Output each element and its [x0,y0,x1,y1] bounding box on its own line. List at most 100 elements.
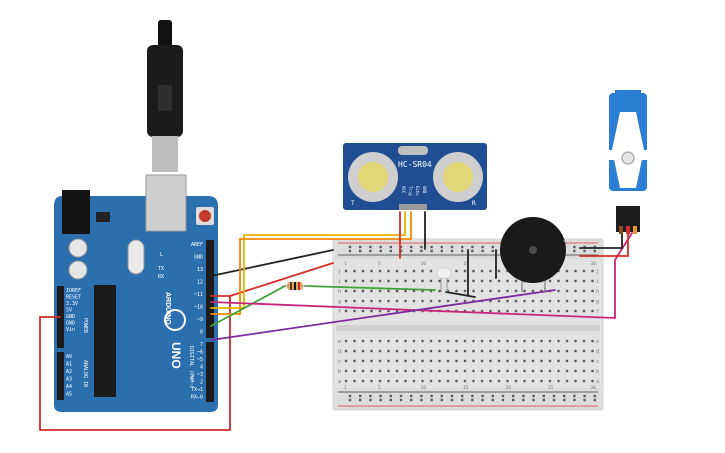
breadboard-hole [344,349,348,353]
row-letter: c [596,359,599,365]
rail-hole [573,394,576,398]
breadboard-hole [557,279,560,283]
breadboard-hole [480,369,484,373]
breadboard-hole [344,269,348,273]
breadboard-hole [455,289,458,293]
breadboard-hole [480,269,484,273]
breadboard-hole [378,369,382,373]
breadboard-hole [421,359,424,363]
breadboard-hole [387,269,390,273]
wire-trig[interactable] [210,211,406,309]
breadboard-hole [412,339,416,343]
wire-led[interactable] [210,285,286,327]
breadboard-hole [540,359,543,363]
breadboard-hole [497,379,501,383]
breadboard-hole [497,299,501,303]
breadboard-hole [429,379,433,383]
servo-motor[interactable] [600,90,656,234]
breadboard-hole [455,279,458,283]
breadboard-hole [378,279,382,283]
breadboard-hole [463,369,467,373]
breadboard-hole [514,379,518,383]
led[interactable] [436,267,452,292]
wire-buzzer[interactable] [210,289,556,341]
wire-5v-rail[interactable] [229,262,334,297]
rail-hole [593,245,596,249]
breadboard-hole [438,369,441,373]
rail-hole [542,394,545,398]
pin-label: 8 [200,330,203,336]
breadboard-hole [582,339,586,343]
rail-hole [420,398,423,402]
power-rail-bottom-red [348,398,596,402]
rail-hole [399,394,403,398]
breadboard-hole [404,359,407,363]
breadboard-hole [540,289,543,293]
breadboard-hole [421,369,424,373]
row-letter: g [338,299,341,305]
breadboard-hole [489,339,492,343]
capacitor-icon [68,238,88,258]
breadboard-hole [472,309,475,313]
breadboard-hole [446,289,450,293]
column-number: 1 [344,261,347,267]
buzzer[interactable]: + [500,217,567,292]
wire-jumper[interactable] [445,291,476,298]
breadboard-hole [395,379,399,383]
breadboard-hole [370,359,373,363]
breadboard-hole [455,369,458,373]
breadboard-hole [514,279,518,283]
breadboard-hole [395,359,399,363]
breadboard-hole [531,379,535,383]
rail-hole [430,394,433,398]
breadboard-hole [463,349,467,353]
wire-echo[interactable] [210,211,412,315]
breadboard-hole [412,279,416,283]
wire-resistor-led[interactable] [304,285,436,291]
resistor[interactable] [282,282,308,290]
power-label: POWER [82,318,88,334]
rail-hole [369,394,372,398]
pin-label: A5 [66,392,72,398]
breadboard-hole [463,339,467,343]
rail-hole [430,249,433,253]
breadboard-hole [472,379,475,383]
breadboard-hole [412,369,416,373]
breadboard-hole [438,279,441,283]
rail-hole [359,394,362,398]
wire-gnd[interactable] [210,249,334,277]
rail-hole [348,394,352,398]
breadboard-hole [429,349,433,353]
breadboard-hole [421,299,424,303]
breadboard-hole [574,279,577,283]
rail-hole [450,398,454,402]
breadboard-hole [480,289,484,293]
breadboard-hole [557,339,560,343]
pin-label: ~11 [194,292,203,298]
wire-servo-gnd[interactable] [579,232,623,249]
breadboard-hole [565,279,569,283]
breadboard-hole [353,309,356,313]
breadboard-hole [463,289,467,293]
breadboard-hole [514,339,518,343]
breadboard-hole [523,379,526,383]
breadboard-hole [565,359,569,363]
rail-hole [389,245,392,249]
row-letter: f [596,309,599,315]
wire-5v[interactable] [39,295,231,431]
breadboard-hole [361,339,365,343]
breadboard-hole [540,369,543,373]
breadboard-hole [344,279,348,283]
breadboard-hole [565,269,569,273]
breadboard-hole [574,339,577,343]
arduino-uno-board[interactable]: ARDUINO UNO DIGITAL (PWM~) POWER ANALOG … [54,174,218,412]
breadboard-hole [421,289,424,293]
breadboard-hole [480,309,484,313]
wire-servo-vcc[interactable] [579,232,629,257]
breadboard-hole [353,339,356,343]
microcontroller-chip [94,285,116,397]
breadboard-hole [591,279,594,283]
